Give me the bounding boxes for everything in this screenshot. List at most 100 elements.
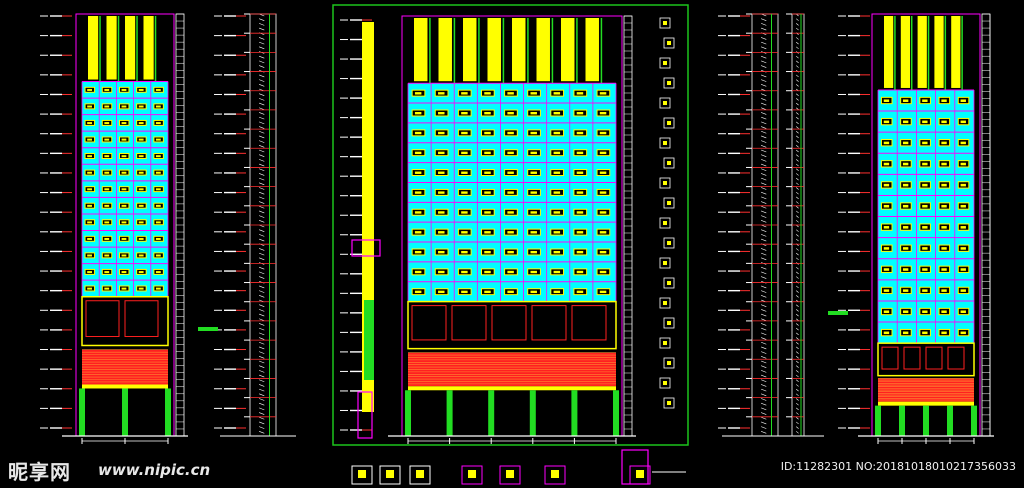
watermark-id: ID:11282301 NO:20181018010217356033 [780, 460, 1016, 473]
window-sash [960, 310, 966, 313]
detail-core [663, 301, 667, 305]
window-sash [87, 155, 92, 158]
section-hatch [796, 346, 799, 350]
section-hatch [760, 398, 767, 401]
section-hatch [258, 37, 265, 40]
section-hatch [760, 187, 767, 190]
section-hatch [760, 65, 767, 68]
window-sash [960, 120, 966, 124]
parapet-fin [884, 16, 894, 88]
window-sash [599, 191, 607, 194]
window-sash [507, 290, 514, 294]
detail-core [667, 161, 671, 165]
window-sash [121, 221, 127, 224]
section-hatch [760, 74, 767, 78]
section-hatch [760, 346, 767, 350]
window-sash [121, 155, 127, 158]
section-hatch [760, 327, 767, 331]
parapet-fin [143, 16, 154, 80]
detail-core [663, 21, 667, 25]
section-hatch [796, 177, 799, 181]
section-hatch [796, 417, 799, 420]
window-sash [87, 254, 92, 257]
right-section-drawing [718, 13, 824, 437]
section-hatch [258, 229, 265, 232]
section-hatch [258, 130, 265, 134]
section-hatch [258, 431, 265, 434]
window-sash [438, 191, 445, 194]
section-hatch [760, 107, 767, 111]
section-hatch [258, 309, 265, 312]
section-hatch [796, 46, 799, 50]
window-sash [138, 204, 144, 207]
section-hatch [258, 412, 265, 415]
section-hatch [760, 384, 767, 387]
window-sash [155, 105, 161, 108]
section-hatch [760, 191, 767, 195]
window-sash [87, 122, 92, 125]
callout-box [351, 239, 381, 257]
window-sash [484, 290, 491, 294]
parapet-fin [106, 16, 117, 80]
detail-core [667, 361, 671, 365]
ground-column [165, 388, 171, 436]
podium-window [903, 346, 921, 370]
section-hatch [760, 130, 767, 134]
section-hatch [796, 163, 799, 167]
window-sash [155, 221, 161, 224]
window-sash [104, 204, 110, 207]
window-sash [576, 191, 584, 194]
section-hatch [760, 140, 767, 143]
legend-core [416, 470, 424, 478]
section-hatch [796, 112, 799, 115]
window-sash [87, 88, 92, 91]
section-hatch [796, 313, 799, 317]
window-sash [576, 211, 584, 214]
section-hatch [258, 398, 265, 401]
window-sash [941, 99, 947, 102]
section-hatch [258, 337, 265, 340]
section-hatch [796, 27, 799, 31]
detail-core [667, 401, 671, 405]
section-hatch [760, 370, 767, 373]
podium-frame [877, 342, 975, 377]
window-sash [484, 231, 491, 234]
window-sash [553, 92, 561, 95]
section-hatch [760, 229, 767, 232]
section-hatch [258, 360, 265, 364]
window-sash [576, 171, 584, 174]
section-hatch [796, 248, 799, 251]
window-sash [941, 310, 947, 313]
section-hatch [760, 27, 767, 31]
section-hatch [796, 327, 799, 331]
section-hatch [796, 149, 799, 153]
section-hatch [760, 337, 767, 340]
section-hatch [760, 309, 767, 312]
podium-window [881, 346, 899, 370]
window-sash [902, 268, 909, 271]
section-hatch [796, 351, 799, 354]
window-sash [87, 105, 92, 108]
window-sash [902, 204, 909, 208]
section-hatch [796, 102, 799, 106]
left-pier-base [364, 300, 374, 380]
section-hatch [796, 431, 799, 434]
window-sash [138, 88, 144, 91]
section-hatch [258, 140, 265, 143]
window-sash [576, 131, 584, 135]
ground-column [899, 405, 905, 436]
section-hatch [796, 229, 799, 232]
legend-core [551, 470, 559, 478]
section-hatch [258, 266, 265, 270]
section-hatch [760, 393, 767, 397]
parapet-fin [125, 16, 136, 80]
section-hatch [760, 365, 767, 368]
window-sash [576, 111, 584, 115]
window-sash [883, 310, 890, 313]
detail-core [667, 121, 671, 125]
window-sash [530, 131, 537, 135]
section-hatch [258, 60, 265, 64]
section-hatch [258, 27, 265, 31]
window-sash [438, 250, 445, 254]
